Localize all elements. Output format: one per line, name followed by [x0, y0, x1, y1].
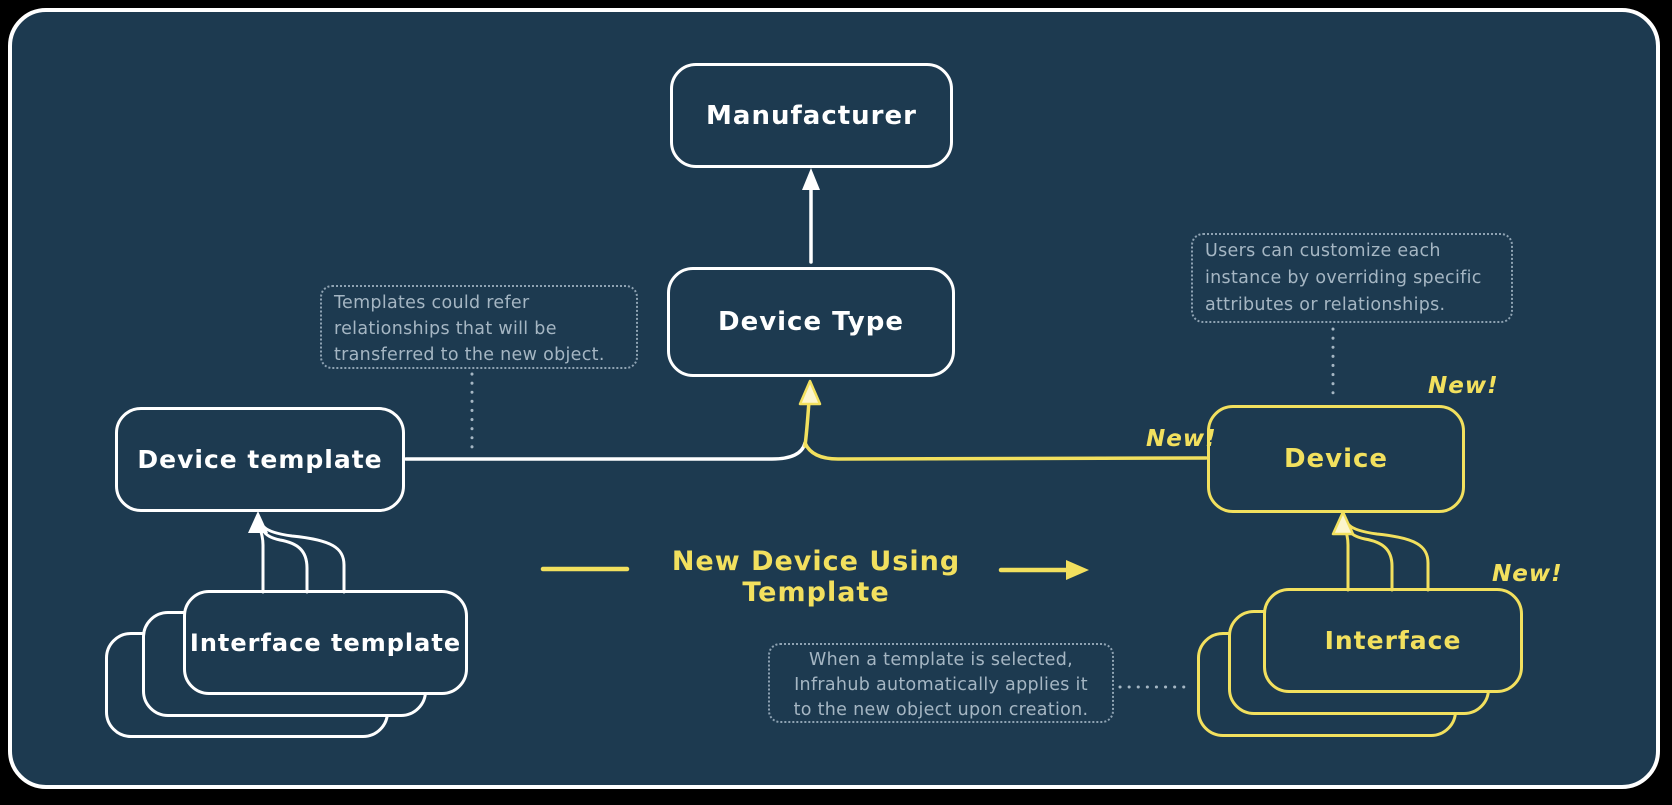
annotation-line: to the new object upon creation.: [793, 700, 1089, 720]
node-interface-label: Interface: [1324, 626, 1462, 655]
node-device-template-label: Device template: [137, 445, 383, 474]
annotation-line: Infrahub automatically applies it: [794, 675, 1088, 695]
node-device: Device: [1207, 405, 1465, 513]
node-device-template: Device template: [115, 407, 405, 512]
annotation-templates-note: Templates could refer relationships that…: [320, 285, 638, 369]
node-interface: Interface: [1263, 588, 1523, 693]
annotation-line: attributes or relationships.: [1205, 295, 1446, 315]
annotation-customize-note: Users can customize each instance by ove…: [1191, 233, 1513, 323]
annotation-line: When a template is selected,: [808, 650, 1074, 670]
annotation-line: Templates could refer: [334, 293, 530, 313]
annotation-line: relationships that will be: [334, 319, 557, 339]
annotation-apply-note: When a template is selected, Infrahub au…: [768, 643, 1114, 723]
node-interface-template-label: Interface template: [189, 628, 462, 657]
badge-new-device-top: New!: [1428, 373, 1499, 399]
badge-new-interface: New!: [1492, 561, 1563, 587]
node-device-type: Device Type: [667, 267, 955, 377]
node-interface-template: Interface template: [183, 590, 468, 695]
node-manufacturer: Manufacturer: [670, 63, 953, 168]
annotation-line: Users can customize each: [1205, 241, 1441, 261]
flow-arrow-label: New Device Using Template: [671, 546, 961, 608]
badge-new-device-link: New!: [1146, 426, 1217, 452]
annotation-line: instance by overriding specific: [1205, 268, 1482, 288]
annotation-line: transferred to the new object.: [334, 345, 605, 365]
node-device-label: Device: [1283, 444, 1389, 474]
node-device-type-label: Device Type: [717, 307, 905, 337]
node-manufacturer-label: Manufacturer: [706, 100, 917, 131]
